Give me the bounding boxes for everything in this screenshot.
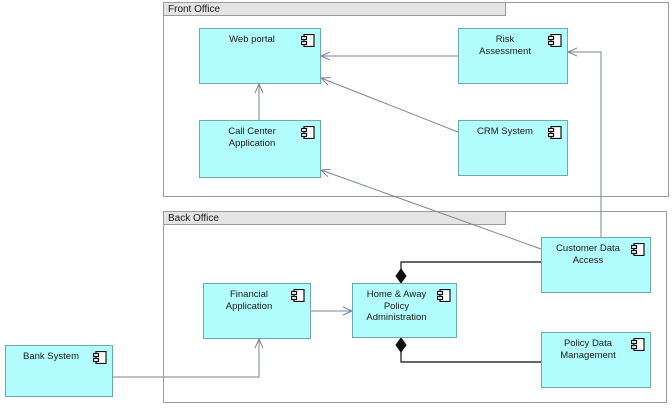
- component-customer-data-access-label: Customer Data Access: [556, 243, 620, 266]
- component-financial-application[interactable]: Financial Application: [203, 283, 311, 339]
- component-icon: [631, 338, 645, 351]
- frame-front-office-tab: Front Office: [163, 2, 506, 16]
- component-bank-system[interactable]: Bank System: [5, 345, 113, 397]
- component-icon: [437, 289, 451, 302]
- component-call-center-application[interactable]: Call Center Application: [199, 120, 321, 178]
- component-bank-system-label: Bank System: [23, 351, 79, 362]
- component-icon: [548, 126, 562, 139]
- frame-front-office-label: Front Office: [168, 4, 221, 15]
- component-web-portal[interactable]: Web portal: [199, 28, 321, 84]
- component-home-away-policy-administration[interactable]: Home & Away Policy Administration: [352, 283, 457, 338]
- component-icon: [93, 351, 107, 364]
- component-icon: [548, 34, 562, 47]
- component-crm-system[interactable]: CRM System: [458, 120, 568, 176]
- component-home-away-policy-administration-label: Home & Away Policy Administration: [366, 289, 427, 323]
- component-icon: [301, 126, 315, 139]
- frame-back-office-label: Back Office: [168, 213, 219, 224]
- component-call-center-application-label: Call Center Application: [228, 126, 276, 149]
- component-risk-assessment[interactable]: Risk Assessment: [458, 28, 568, 84]
- component-icon: [301, 34, 315, 47]
- component-web-portal-label: Web portal: [229, 34, 275, 45]
- component-customer-data-access[interactable]: Customer Data Access: [541, 237, 651, 293]
- component-icon: [291, 289, 305, 302]
- component-risk-assessment-label: Risk Assessment: [479, 34, 531, 57]
- component-crm-system-label: CRM System: [477, 126, 533, 137]
- component-policy-data-management[interactable]: Policy Data Management: [541, 332, 651, 388]
- component-icon: [631, 243, 645, 256]
- frame-back-office-tab: Back Office: [163, 211, 506, 225]
- component-policy-data-management-label: Policy Data Management: [560, 338, 616, 361]
- component-financial-application-label: Financial Application: [225, 289, 273, 312]
